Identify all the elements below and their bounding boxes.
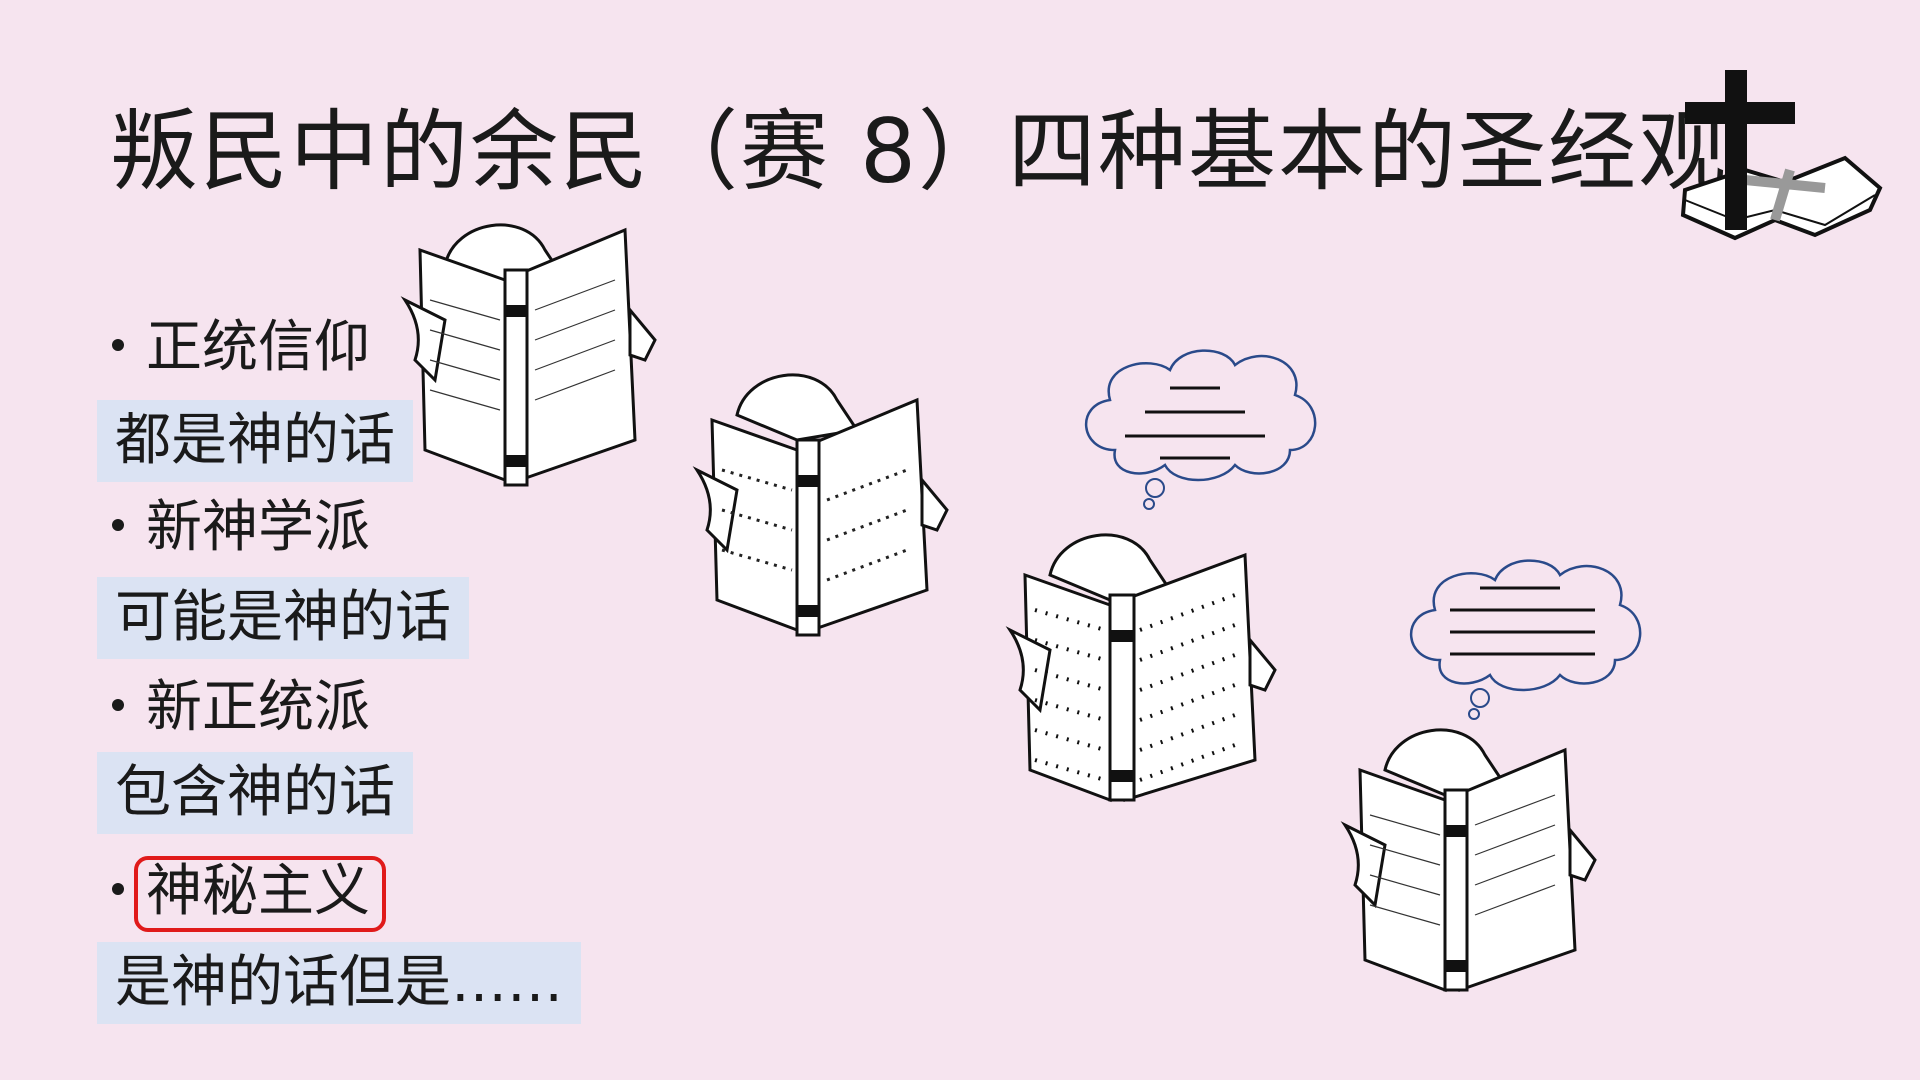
bullet-label: 新正统派 [146,675,370,740]
bullet-label: 正统信仰 [146,315,370,380]
bullet-label: 神秘主义 [146,859,370,924]
answer-neo-liberal: 可能是神的话 [97,577,469,659]
answer-neo-orthodox: 包含神的话 [97,752,413,834]
bullet-dot [112,882,124,895]
thought-bubble-icon [1084,349,1317,510]
reader-icon [400,223,657,487]
reader-icon [692,373,949,637]
bullet-dot [112,698,124,711]
slide-title: 叛民中的余民（赛 8）四种基本的圣经观 [110,100,1728,203]
bullet-neo-liberal: 新神学派 [112,500,370,556]
bullet-dot [112,518,124,531]
bullet-label: 新神学派 [146,495,370,560]
answer-mysticism: 是神的话但是…… [97,942,581,1024]
reader-icon [1005,533,1277,803]
bullet-mysticism: 神秘主义 [112,856,386,932]
highlight-box: 神秘主义 [134,856,386,932]
bullet-neo-orthodox: 新正统派 [112,680,370,736]
thought-bubble-icon [1409,559,1642,720]
cross-and-bible-icon [1680,70,1883,241]
reader-icon [1340,728,1597,993]
answer-orthodox: 都是神的话 [97,400,413,482]
bullet-dot [112,338,124,351]
bullet-orthodox: 正统信仰 [112,320,370,376]
